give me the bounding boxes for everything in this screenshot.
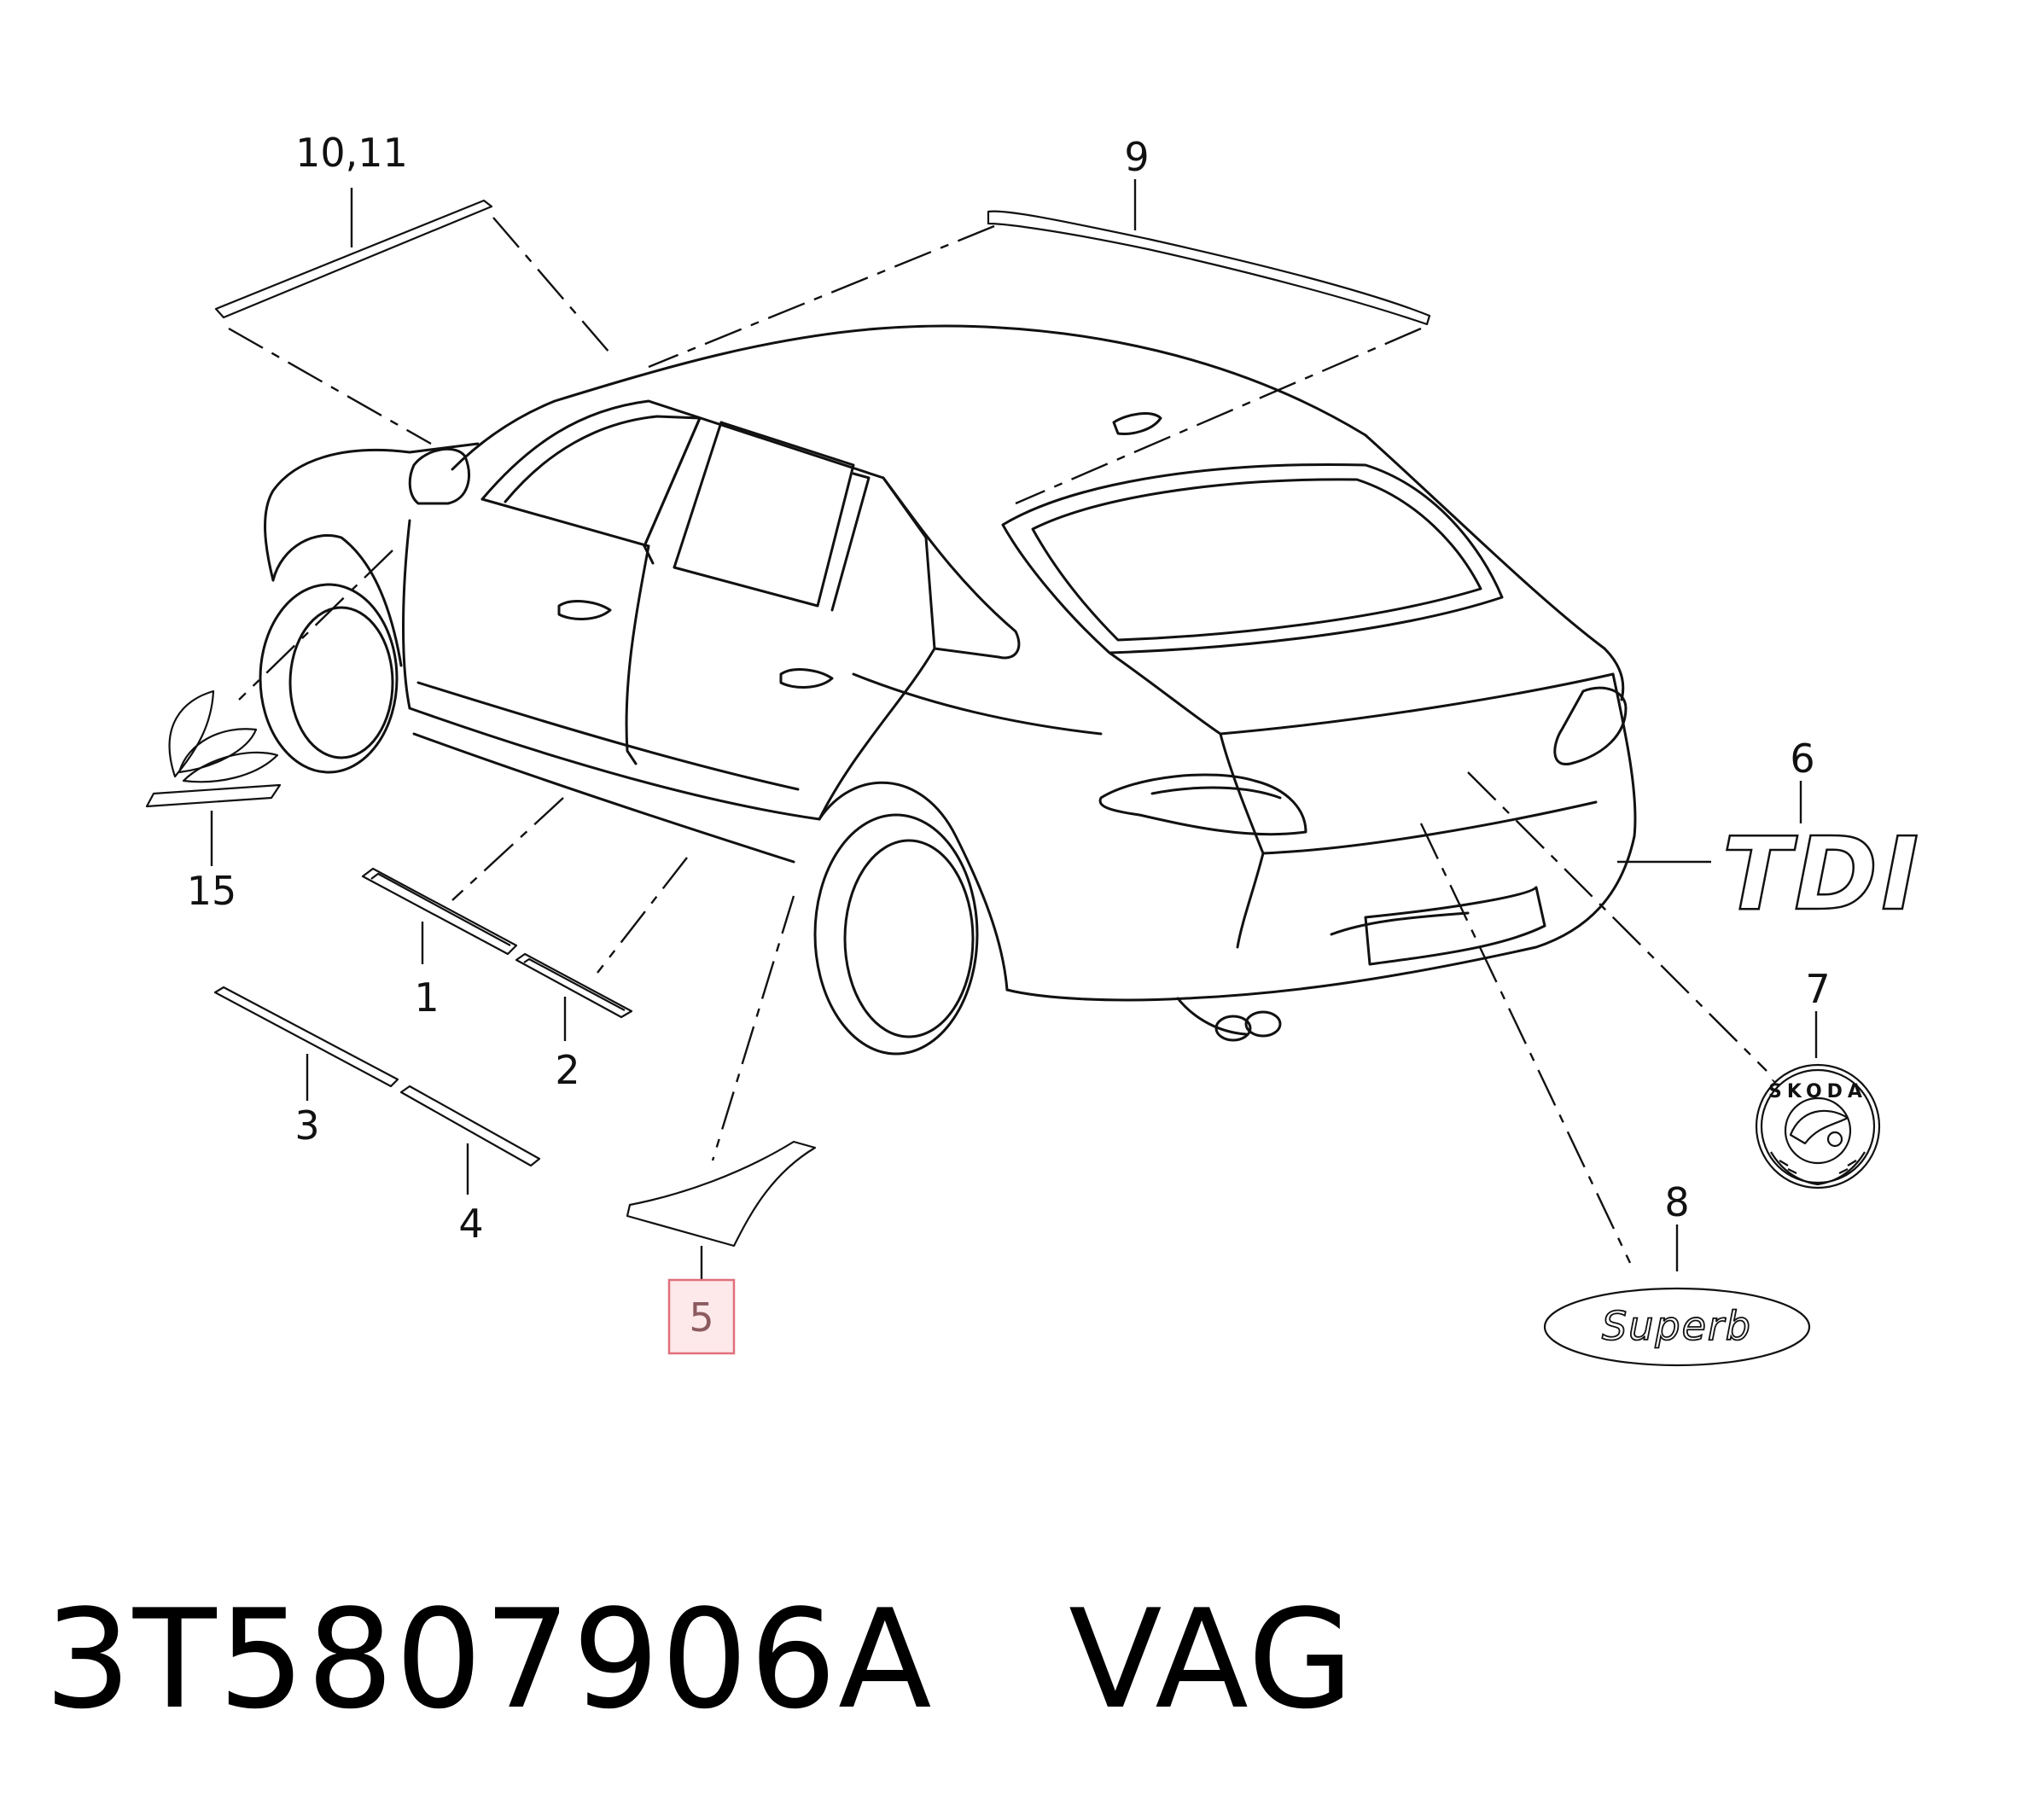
part-4-strip (399, 1085, 541, 1167)
tdi-emblem-text: TDI (1722, 815, 1922, 933)
callout-leaders (210, 179, 1818, 1280)
part-15-piece-a (168, 689, 215, 778)
tdi-emblem: TDI (1721, 814, 1922, 934)
callout-15: 15 (187, 868, 237, 914)
callout-1: 1 (414, 974, 439, 1021)
part-10-11-strip (214, 199, 493, 319)
callout-6: 6 (1790, 736, 1814, 782)
footer-part-info: 3T5807906A VAG (44, 1591, 1355, 1728)
callout-3: 3 (294, 1102, 319, 1149)
dashed-leaders (228, 217, 1767, 1264)
part-1-strip (361, 867, 518, 956)
callout-labels: 10,11 9 1 2 3 4 15 6 7 8 (187, 130, 1831, 1247)
callout-8: 8 (1664, 1179, 1689, 1225)
superb-emblem-text: Superb (1602, 1303, 1752, 1349)
brand-name: VAG (1069, 1579, 1355, 1739)
part-15-base (145, 783, 282, 808)
part-3-strip (213, 986, 399, 1088)
part-number: 3T5807906A (44, 1579, 934, 1739)
superb-emblem: Superb (1543, 1287, 1811, 1367)
skoda-emblem: ŠKODA (1755, 1063, 1881, 1190)
highlight-box (667, 1278, 736, 1355)
part-9-strip (987, 210, 1431, 326)
callout-7: 7 (1805, 966, 1830, 1012)
callout-2: 2 (555, 1047, 579, 1093)
part-15-piece-b (178, 728, 258, 774)
callout-10-11: 10,11 (295, 130, 408, 176)
car-outline (259, 324, 1637, 1056)
parts (145, 199, 1431, 1248)
skoda-emblem-text: ŠKODA (1768, 1080, 1867, 1102)
part-2-strip (515, 952, 633, 1019)
callout-5: 5 (689, 1294, 713, 1341)
part-5-trim (626, 1140, 817, 1248)
callout-9: 9 (1124, 134, 1149, 180)
callout-4: 4 (458, 1201, 483, 1247)
part-15-piece-c (182, 751, 279, 783)
callout-5-highlight[interactable]: 5 (667, 1278, 736, 1355)
